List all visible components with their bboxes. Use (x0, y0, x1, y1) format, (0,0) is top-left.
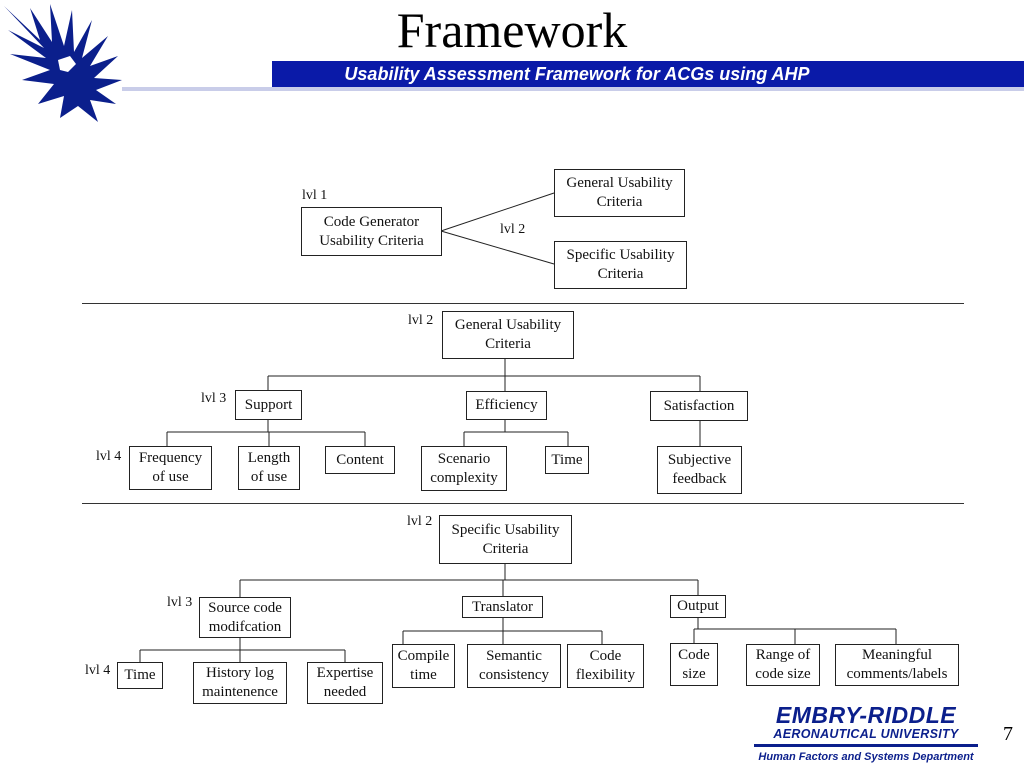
node-text: Meaningful (862, 647, 932, 663)
node-output: Output (670, 595, 726, 618)
node-text: Code (589, 648, 622, 664)
node-text: consistency (479, 667, 549, 683)
page-number: 7 (1003, 723, 1013, 745)
node-text: Translator (471, 598, 534, 615)
node-text: Time (551, 451, 583, 468)
node-text: Frequency (138, 450, 203, 466)
node-text: Source code (208, 599, 282, 616)
node-meaningful-comments-labels: Meaningful comments/labels (835, 644, 959, 686)
logo-rule (754, 744, 978, 747)
node-text: Scenario (437, 450, 491, 467)
node-text: comments/labels (846, 666, 948, 682)
node-subjective-feedback: Subjective feedback (657, 446, 742, 494)
university-logo-text: EMBRY-RIDDLE (775, 702, 957, 728)
node-text: Specific Usability (566, 247, 675, 263)
node-text: Code (678, 646, 710, 663)
subtitle-rule (122, 87, 1024, 91)
level-label: lvl 2 (500, 222, 526, 237)
department-name: Human Factors and Systems Department (758, 751, 974, 763)
node-text: size (682, 665, 706, 682)
node-text: needed (323, 684, 367, 700)
node-text: General Usability (454, 317, 562, 333)
subtitle-bar (272, 61, 1024, 87)
node-text: code size (755, 666, 811, 682)
node-text: Compile (397, 648, 450, 664)
section-divider (82, 303, 964, 304)
node-text: Time (124, 667, 156, 683)
node-text: General Usability (566, 175, 673, 191)
slide-title: Framework (396, 2, 628, 58)
level-label: lvl 3 (167, 595, 193, 610)
node-text: Output (677, 598, 719, 614)
node-text: complexity (430, 469, 498, 486)
node-text: Expertise (316, 665, 374, 681)
node-translator: Translator (462, 596, 543, 618)
level-label: lvl 4 (96, 449, 122, 464)
node-code-size: Code size (670, 643, 718, 686)
level-label: lvl 2 (408, 313, 434, 328)
node-text: Criteria (485, 336, 531, 352)
node-text: Specific Usability (451, 521, 560, 538)
node-text: Code Generator (323, 213, 420, 230)
node-semantic-consistency: Semantic consistency (467, 644, 561, 688)
node-satisfaction: Satisfaction (650, 391, 748, 421)
slide-subtitle: Usability Assessment Framework for ACGs … (344, 64, 810, 84)
node-text: Subjective (667, 452, 732, 468)
connector-root-specific (440, 230, 555, 265)
node-text: feedback (672, 471, 727, 487)
node-compile-time: Compile time (392, 644, 455, 688)
node-time: Time (117, 662, 163, 689)
node-text: of use (250, 469, 288, 485)
section-divider (82, 503, 964, 504)
node-text: time (410, 667, 437, 683)
connector-root-general (440, 192, 555, 232)
node-text: Support (244, 396, 293, 413)
node-text: Usability Criteria (319, 232, 424, 249)
node-text: modifcation (208, 618, 282, 635)
level-label: lvl 3 (201, 391, 227, 406)
node-content: Content (325, 446, 395, 474)
university-logo-subtext: AERONAUTICAL UNIVERSITY (773, 727, 959, 741)
level-label: lvl 4 (85, 663, 111, 678)
node-frequency-of-use: Frequency of use (129, 446, 212, 490)
level-label: lvl 2 (407, 514, 433, 529)
node-time: Time (545, 446, 589, 474)
eagle-logo-icon (0, 0, 125, 125)
node-support: Support (235, 390, 302, 420)
node-text: Range of (755, 647, 811, 663)
node-text: Efficiency (475, 397, 538, 413)
node-text: Semantic (486, 648, 542, 664)
node-text: Content (336, 451, 384, 468)
node-text: Criteria (596, 194, 643, 210)
node-range-of-code-size: Range of code size (746, 644, 820, 686)
node-efficiency: Efficiency (466, 391, 547, 420)
node-text: of use (152, 469, 189, 485)
node-expertise-needed: Expertise needed (307, 662, 383, 704)
node-code-flexibility: Code flexibility (567, 644, 644, 688)
node-text: Criteria (597, 266, 644, 282)
node-history-log-maintenance: History log maintenence (193, 662, 287, 704)
node-text: flexibility (575, 667, 636, 683)
node-text: Criteria (482, 540, 529, 557)
node-text: maintenence (202, 684, 278, 700)
node-text: History log (206, 665, 274, 681)
node-length-of-use: Length of use (238, 446, 300, 490)
node-text: Satisfaction (663, 397, 735, 414)
level-label: lvl 1 (302, 188, 328, 203)
node-source-code-modification: Source code modifcation (199, 597, 291, 638)
node-scenario-complexity: Scenario complexity (421, 446, 507, 491)
node-text: Length (247, 450, 291, 466)
